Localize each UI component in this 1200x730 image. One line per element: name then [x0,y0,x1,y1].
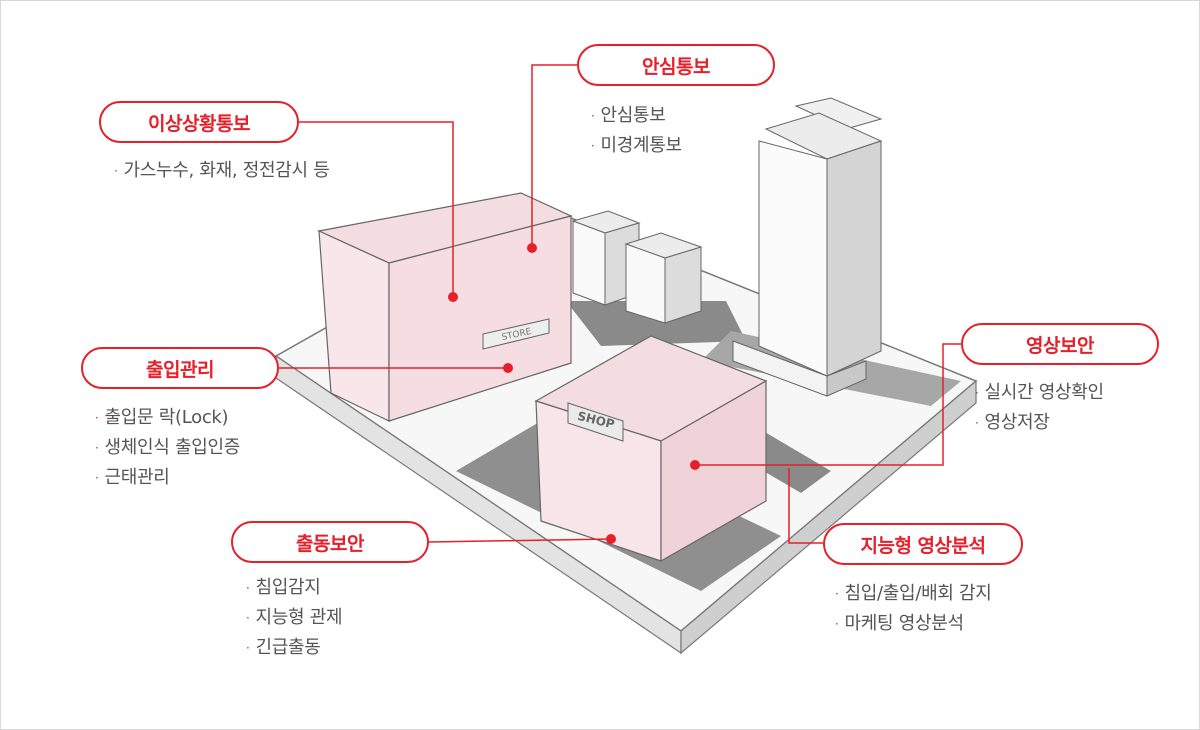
road-back [566,301,746,346]
shop-building: SHOP [534,335,768,563]
list-item: ·침입/출입/배회 감지 [835,583,992,604]
leader-dispatch [428,538,612,543]
leader-analytics [788,468,823,544]
callout-safe-list: ·안심통보 ·미경계통보 [591,101,682,161]
list-item: ·생체인식 출입인증 [95,437,241,458]
callout-anomaly-list: ·가스누수, 화재, 정전감시 등 [114,156,330,186]
list-item: ·실시간 영상확인 [975,382,1104,403]
list-item: ·근태관리 [95,467,170,488]
list-item: ·지능형 관제 [246,607,343,628]
callout-analytics-list: ·침입/출입/배회 감지 ·마케팅 영상분석 [835,579,992,639]
list-item: ·영상저장 [975,412,1050,433]
store-building: STORE [317,192,573,422]
callout-dispatch-title: 출동보안 [231,521,429,563]
leader-anomaly [299,121,454,297]
callout-safe-title: 안심통보 [577,44,775,86]
callout-dispatch-list: ·침입감지 ·지능형 관제 ·긴급출동 [246,573,343,663]
callout-access-list: ·출입문 락(Lock) ·생체인식 출입인증 ·근태관리 [95,403,240,493]
callout-analytics-title: 지능형 영상분석 [823,523,1023,565]
leader-safe [531,64,577,248]
callout-video-title: 영상보안 [961,323,1159,365]
hotspot-video [690,460,700,470]
hotspots [448,243,700,544]
list-item: ·출입문 락(Lock) [95,407,229,428]
hotspot-anomaly [448,292,458,302]
list-item: ·가스누수, 화재, 정전감시 등 [114,160,330,181]
hotspot-access [503,363,513,373]
list-item: ·긴급출동 [246,637,321,658]
list-item: ·미경계통보 [591,135,682,156]
list-item: ·침입감지 [246,577,321,598]
callout-anomaly-title: 이상상황통보 [99,101,299,143]
tall-tower [732,97,883,397]
leader-video [695,343,961,466]
small-building-2 [624,232,703,324]
callout-access-title: 출입관리 [81,347,279,389]
leader-lines [279,64,961,544]
list-item: ·안심통보 [591,105,666,126]
hotspot-dispatch [606,534,616,544]
list-item: ·마케팅 영상분석 [835,613,964,634]
hotspot-safe [527,243,537,253]
callout-video-list: ·실시간 영상확인 ·영상저장 [975,378,1104,438]
